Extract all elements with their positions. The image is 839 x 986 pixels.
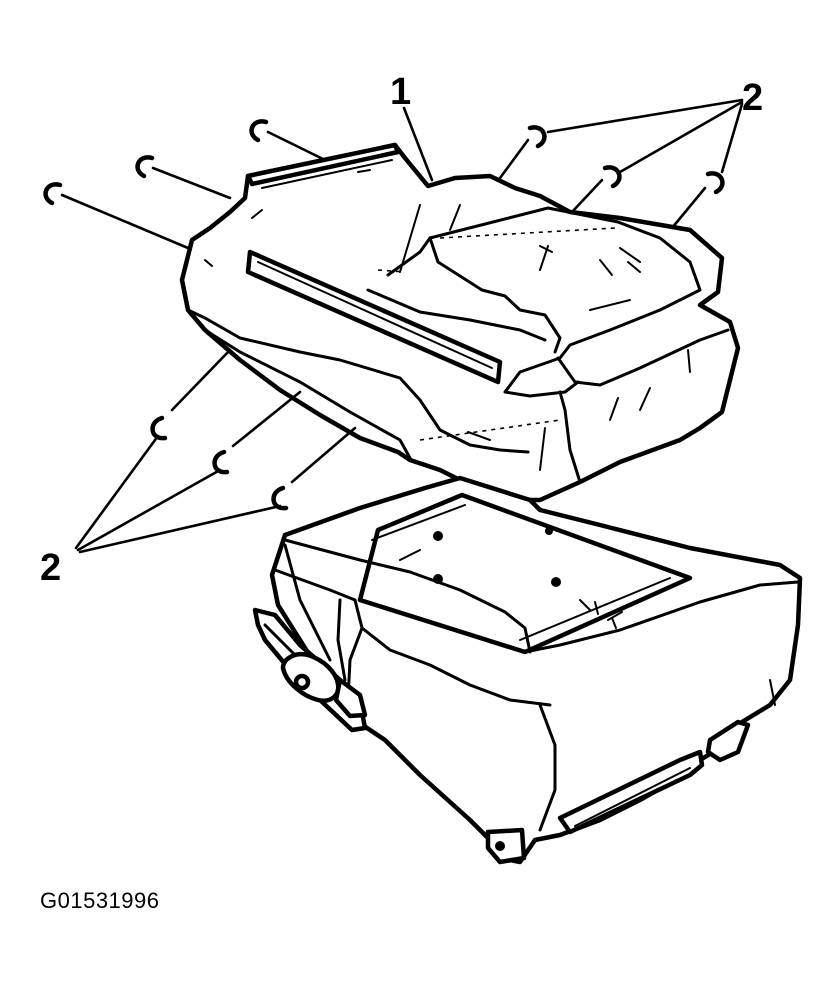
- attachment-holes: [433, 527, 561, 587]
- retainer-clip: [570, 165, 622, 214]
- callout-label-2-top: 2: [742, 77, 763, 119]
- retainer-clip: [271, 426, 357, 511]
- retainer-clip: [150, 348, 232, 441]
- retainer-clip: [212, 390, 302, 475]
- figure-id: G01531996: [40, 888, 160, 913]
- callout-label-1: 1: [390, 71, 411, 113]
- callout-leaders: [74, 98, 744, 554]
- retainer-clip: [135, 155, 232, 200]
- callout-label-2-left: 2: [40, 547, 61, 589]
- retainer-clip: [498, 125, 547, 180]
- seat-cushion-cover: [179, 142, 741, 503]
- retainer-clip: [670, 171, 725, 230]
- retainer-clips: [43, 119, 725, 511]
- retainer-clip: [43, 182, 190, 250]
- seat-cushion-frame: [252, 475, 803, 865]
- retainer-clip: [249, 119, 327, 162]
